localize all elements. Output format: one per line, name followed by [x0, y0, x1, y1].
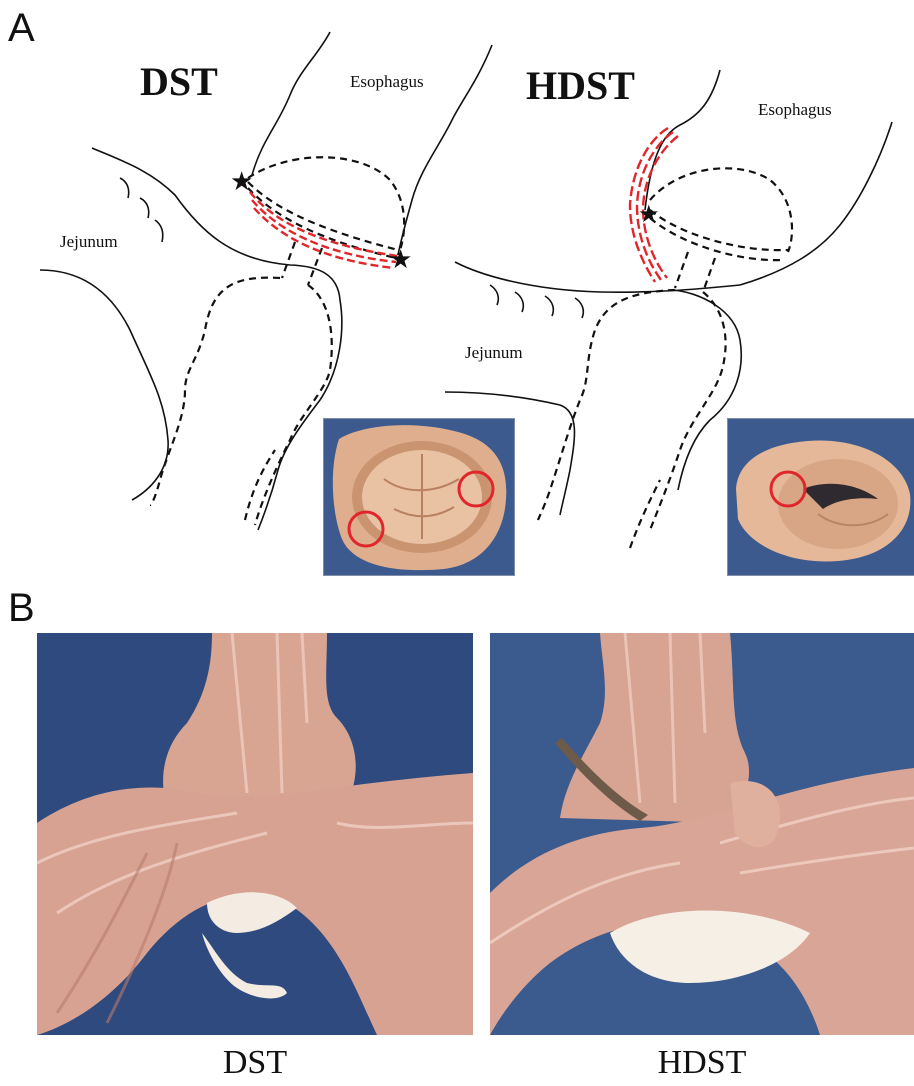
- dst-limb-wall-inner: [245, 450, 275, 520]
- dst-fold-2: [140, 198, 149, 218]
- hdst-jejunum-label: Jejunum: [465, 343, 523, 363]
- hdst-fold-3: [545, 296, 553, 316]
- dst-pouch-inner-2: [248, 188, 396, 258]
- hdst-limb-wall-right: [650, 292, 726, 530]
- dst-jejunum-label: Jejunum: [60, 232, 118, 252]
- hdst-jejunum-top-line: [455, 262, 740, 292]
- dst-caption: DST: [155, 1044, 355, 1082]
- panel-b-letter: B: [8, 588, 35, 628]
- dst-esophagus-label: Esophagus: [350, 72, 424, 92]
- dst-photo: [37, 633, 473, 1035]
- hdst-esophagus-label: Esophagus: [758, 100, 832, 120]
- hdst-photo: [490, 633, 914, 1035]
- dst-neck-left: [282, 242, 295, 278]
- hdst-pouch-outer: [650, 168, 792, 252]
- hdst-caption: HDST: [602, 1044, 802, 1082]
- dst-fold-3: [155, 220, 163, 242]
- hdst-fold-1: [490, 285, 498, 305]
- dst-fold-1: [120, 178, 129, 198]
- dst-esophagus-outline-left: [252, 32, 330, 175]
- dst-staple-line-2: [252, 200, 396, 262]
- dst-jejunum-top-line: [92, 148, 340, 300]
- dst-jejunum-bottom-line: [40, 270, 168, 500]
- dst-limb-wall-left: [150, 278, 280, 505]
- hdst-specimen-inset: [727, 418, 914, 576]
- dst-specimen-inset: [323, 418, 515, 576]
- star-icon: ★: [230, 167, 253, 197]
- hdst-fold-4: [575, 298, 583, 318]
- hdst-neck-left: [675, 252, 688, 288]
- hdst-fold-2: [515, 292, 523, 312]
- star-icon: ★: [389, 245, 412, 275]
- dst-title: DST: [140, 58, 218, 105]
- dst-neck-right: [308, 248, 322, 285]
- star-icon: ★: [638, 200, 660, 228]
- hdst-pouch-inner-1: [650, 210, 788, 250]
- hdst-esophagus-outline-left: [645, 70, 720, 210]
- dst-limb-wall-right: [255, 285, 332, 525]
- hdst-title: HDST: [526, 62, 635, 109]
- dst-staple-lines: [250, 192, 398, 268]
